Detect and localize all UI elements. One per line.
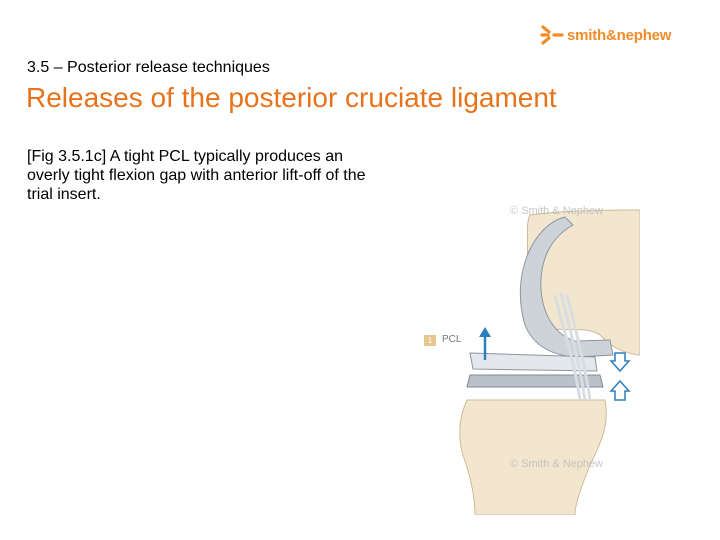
tight-gap-arrows-icon	[609, 352, 631, 401]
tibia-bone	[459, 399, 607, 515]
logo-wordmark: smith&nephew	[567, 26, 672, 44]
watermark-bottom: © Smith & Nephew	[510, 458, 604, 470]
pcl-number-badge: 1	[424, 335, 436, 346]
smith-nephew-logo: smith&nephew	[540, 20, 680, 50]
slide-subtitle: 3.5 – Posterior release techniques	[27, 59, 270, 76]
starburst-logo-icon	[540, 25, 564, 45]
figure-caption: [Fig 3.5.1c] A tight PCL typically produ…	[27, 148, 366, 203]
pcl-label: PCL	[442, 334, 462, 345]
slide-title: Releases of the posterior cruciate ligam…	[26, 82, 557, 113]
lift-off-arrow-icon	[479, 327, 491, 360]
watermark-top: © Smith & Nephew	[510, 205, 604, 217]
pcl-ligament	[553, 292, 592, 401]
femoral-component	[519, 216, 614, 358]
trial-insert	[469, 352, 598, 372]
tibial-tray	[466, 374, 604, 388]
knee-illustration	[459, 209, 640, 515]
